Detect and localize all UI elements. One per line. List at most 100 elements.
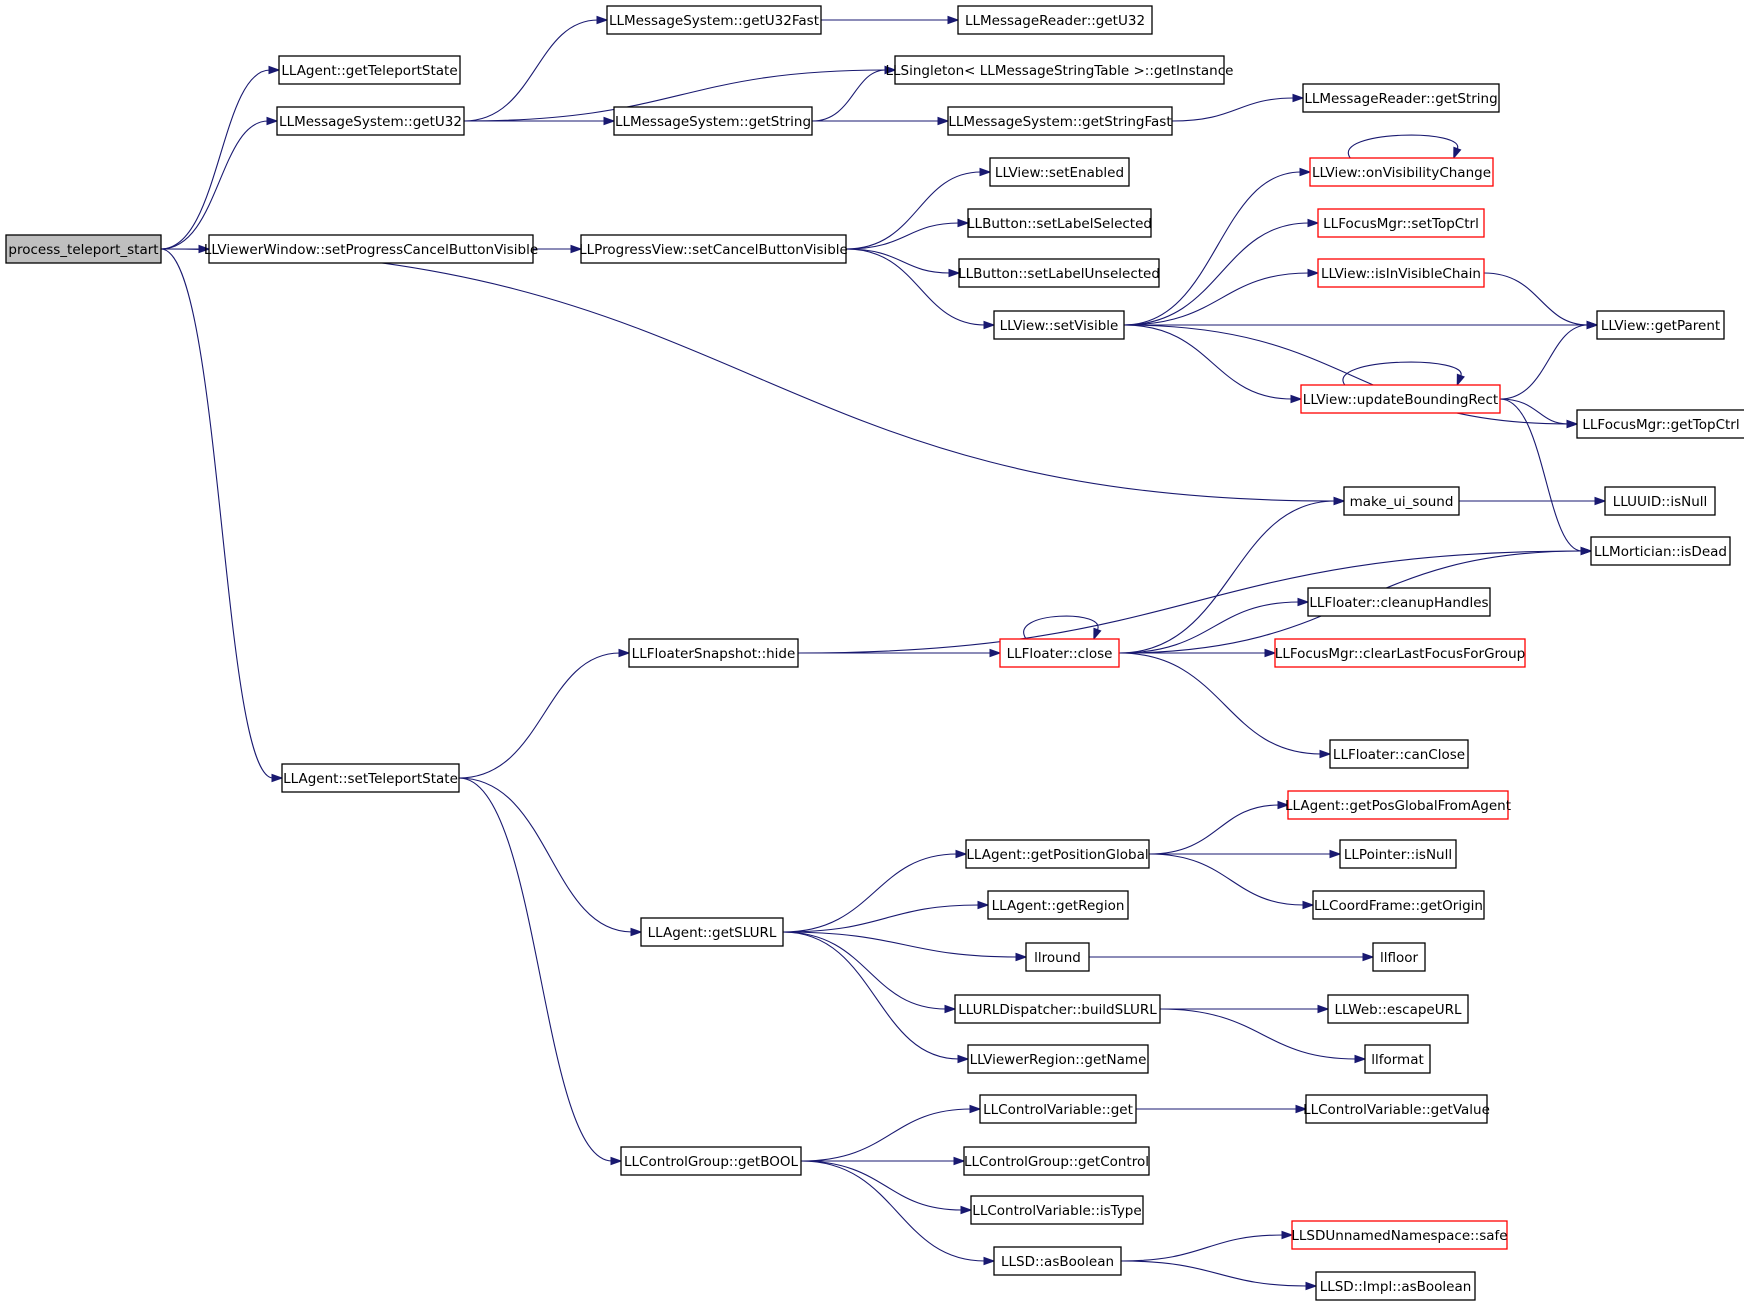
node-vw_setProgressCancel[interactable]: LLViewerWindow::setProgressCancelButtonV… (204, 234, 538, 264)
edge-line (1118, 500, 1336, 654)
node-label: LLViewerWindow::setProgressCancelButtonV… (204, 242, 538, 258)
node-process_teleport_start[interactable]: process_teleport_start (5, 234, 162, 264)
node-cv_isType[interactable]: LLControlVariable::isType (970, 1195, 1144, 1225)
node-agent_getRegion[interactable]: LLAgent::getRegion (987, 890, 1129, 920)
node-box (965, 839, 1150, 869)
node-view_isInVisibleChain[interactable]: LLView::isInVisibleChain (1317, 258, 1485, 288)
node-cv_getValue[interactable]: LLControlVariable::getValue (1303, 1094, 1490, 1124)
node-msg_getStringFast[interactable]: LLMessageSystem::getStringFast (947, 106, 1173, 136)
edge-pv_setCancel-to-btn_setLabelUnselected (845, 248, 961, 278)
node-url_buildSLURL[interactable]: LLURLDispatcher::buildSLURL (954, 994, 1161, 1024)
node-btn_setLabelUnselected[interactable]: LLButton::setLabelUnselected (958, 258, 1160, 288)
node-view_setEnabled[interactable]: LLView::setEnabled (989, 157, 1130, 187)
edge-llsd_asBoolean-to-llsd_impl_asBoolean (1120, 1260, 1318, 1291)
edge-arrowhead (1305, 1281, 1318, 1291)
node-cg_getBOOL[interactable]: LLControlGroup::getBOOL (620, 1146, 802, 1176)
node-focus_setTopCtrl[interactable]: LLFocusMgr::setTopCtrl (1317, 208, 1485, 238)
edge-line (1483, 272, 1589, 326)
node-coordframe_getOrigin[interactable]: LLCoordFrame::getOrigin (1312, 890, 1485, 920)
node-floater_close[interactable]: LLFloater::close (999, 638, 1120, 668)
node-agent_getTeleportState[interactable]: LLAgent::getTeleportState (278, 55, 461, 85)
node-label: LLView::updateBoundingRect (1303, 392, 1498, 408)
node-pointer_isNull[interactable]: LLPointer::isNull (1339, 839, 1457, 869)
edge-arrowhead (955, 849, 968, 859)
edge-arrowhead (610, 1156, 623, 1166)
node-mortician_isDead[interactable]: LLMortician::isDead (1590, 536, 1731, 566)
node-view_updateBoundingRect[interactable]: LLView::updateBoundingRect (1300, 384, 1501, 414)
node-label: LLAgent::setTeleportState (283, 771, 458, 787)
edge-arrowhead (1277, 800, 1290, 810)
node-view_onVisibilityChange[interactable]: LLView::onVisibilityChange (1309, 157, 1494, 187)
edge-line (1148, 853, 1305, 906)
edge-view_setVisible-to-view_getParent (1124, 320, 1599, 330)
node-label: LLMessageSystem::getU32Fast (609, 13, 819, 29)
edge-agent_getSLURL-to-url_buildSLURL (782, 931, 957, 1014)
edge-line (782, 931, 947, 1010)
node-reader_getString[interactable]: LLMessageReader::getString (1302, 83, 1500, 113)
node-box (1302, 83, 1500, 113)
node-label: LLPointer::isNull (1344, 847, 1452, 863)
node-msg_getU32Fast[interactable]: LLMessageSystem::getU32Fast (606, 5, 822, 35)
node-btn_setLabelSelected[interactable]: LLButton::setLabelSelected (967, 208, 1152, 238)
edge-arrowhead (989, 648, 1002, 658)
node-msg_getString[interactable]: LLMessageSystem::getString (613, 106, 813, 136)
edge-arrowhead (1329, 849, 1342, 859)
node-pv_setCancel[interactable]: LLProgressView::setCancelButtonVisible (579, 234, 848, 264)
node-focus_getTopCtrl[interactable]: LLFocusMgr::getTopCtrl (1576, 409, 1744, 439)
edge-arrowhead (983, 320, 996, 330)
node-label: LLFocusMgr::getTopCtrl (1582, 417, 1739, 433)
node-agent_getSLURL[interactable]: LLAgent::getSLURL (640, 917, 784, 947)
edge-arrowhead (948, 268, 961, 278)
node-region_getName[interactable]: LLViewerRegion::getName (967, 1044, 1149, 1074)
node-box (1315, 1271, 1476, 1301)
node-box (979, 1094, 1137, 1124)
node-focus_clearLastFocus[interactable]: LLFocusMgr::clearLastFocusForGroup (1274, 638, 1526, 668)
node-make_ui_sound[interactable]: make_ui_sound (1343, 486, 1460, 516)
edge-pv_setCancel-to-view_setEnabled (845, 167, 992, 250)
edge-msg_getString-to-msg_getStringFast (812, 116, 950, 126)
node-llformat[interactable]: llformat (1364, 1044, 1431, 1074)
edge-arrowhead (937, 116, 950, 126)
node-box (993, 1246, 1122, 1276)
node-floater_cleanupHandles[interactable]: LLFloater::cleanupHandles (1307, 587, 1491, 617)
node-llsd_asBoolean[interactable]: LLSD::asBoolean (993, 1246, 1122, 1276)
node-msg_getU32[interactable]: LLMessageSystem::getU32 (276, 106, 465, 136)
edge-view_isInVisibleChain-to-view_getParent (1483, 272, 1599, 330)
edge-cg_getBOOL-to-cv_isType (800, 1160, 973, 1215)
edge-arrowhead (268, 65, 281, 75)
edge-arrowhead (947, 15, 960, 25)
node-floater_canClose[interactable]: LLFloater::canClose (1329, 739, 1469, 769)
node-singleton_getInstance[interactable]: LLSingleton< LLMessageStringTable >::get… (886, 55, 1234, 85)
node-llsd_impl_asBoolean[interactable]: LLSD::Impl::asBoolean (1315, 1271, 1476, 1301)
node-agent_setTeleportState[interactable]: LLAgent::setTeleportState (281, 763, 460, 793)
node-agent_getPosGlobalFromAgent[interactable]: LLAgent::getPosGlobalFromAgent (1285, 790, 1511, 820)
edge-floater_close-to-make_ui_sound (1118, 496, 1346, 654)
node-view_setVisible[interactable]: LLView::setVisible (993, 310, 1125, 340)
node-llfloor[interactable]: llfloor (1372, 942, 1426, 972)
node-label: LLAgent::getPosGlobalFromAgent (1285, 798, 1511, 814)
node-llsd_safe[interactable]: LLSDUnnamedNamespace::safe (1291, 1220, 1508, 1250)
node-label: llfloor (1380, 950, 1419, 966)
node-cv_get[interactable]: LLControlVariable::get (979, 1094, 1137, 1124)
node-snapshot_hide[interactable]: LLFloaterSnapshot::hide (628, 638, 799, 668)
edge-arrowhead (957, 218, 970, 228)
node-agent_getPositionGlobal[interactable]: LLAgent::getPositionGlobal (965, 839, 1150, 869)
node-web_escapeURL[interactable]: LLWeb::escapeURL (1327, 994, 1469, 1024)
node-view_getParent[interactable]: LLView::getParent (1596, 310, 1725, 340)
node-box (1317, 258, 1485, 288)
node-box (987, 890, 1129, 920)
edge-agent_getPositionGlobal-to-agent_getPosGlobalFromAgent (1148, 800, 1290, 855)
node-llround[interactable]: llround (1025, 942, 1090, 972)
node-cg_getControl[interactable]: LLControlGroup::getControl (963, 1146, 1150, 1176)
node-box (1604, 486, 1716, 516)
edge-arrowhead (1302, 900, 1315, 910)
edge-arrowhead (979, 167, 992, 177)
node-box (993, 310, 1125, 340)
node-label: LLViewerRegion::getName (970, 1052, 1147, 1068)
node-box (613, 106, 813, 136)
node-reader_getU32[interactable]: LLMessageReader::getU32 (957, 5, 1153, 35)
node-uuid_isNull[interactable]: LLUUID::isNull (1604, 486, 1716, 516)
edge-arrowhead (953, 1156, 966, 1166)
node-box (958, 258, 1160, 288)
edge-msg_getU32-to-msg_getString (463, 116, 616, 126)
